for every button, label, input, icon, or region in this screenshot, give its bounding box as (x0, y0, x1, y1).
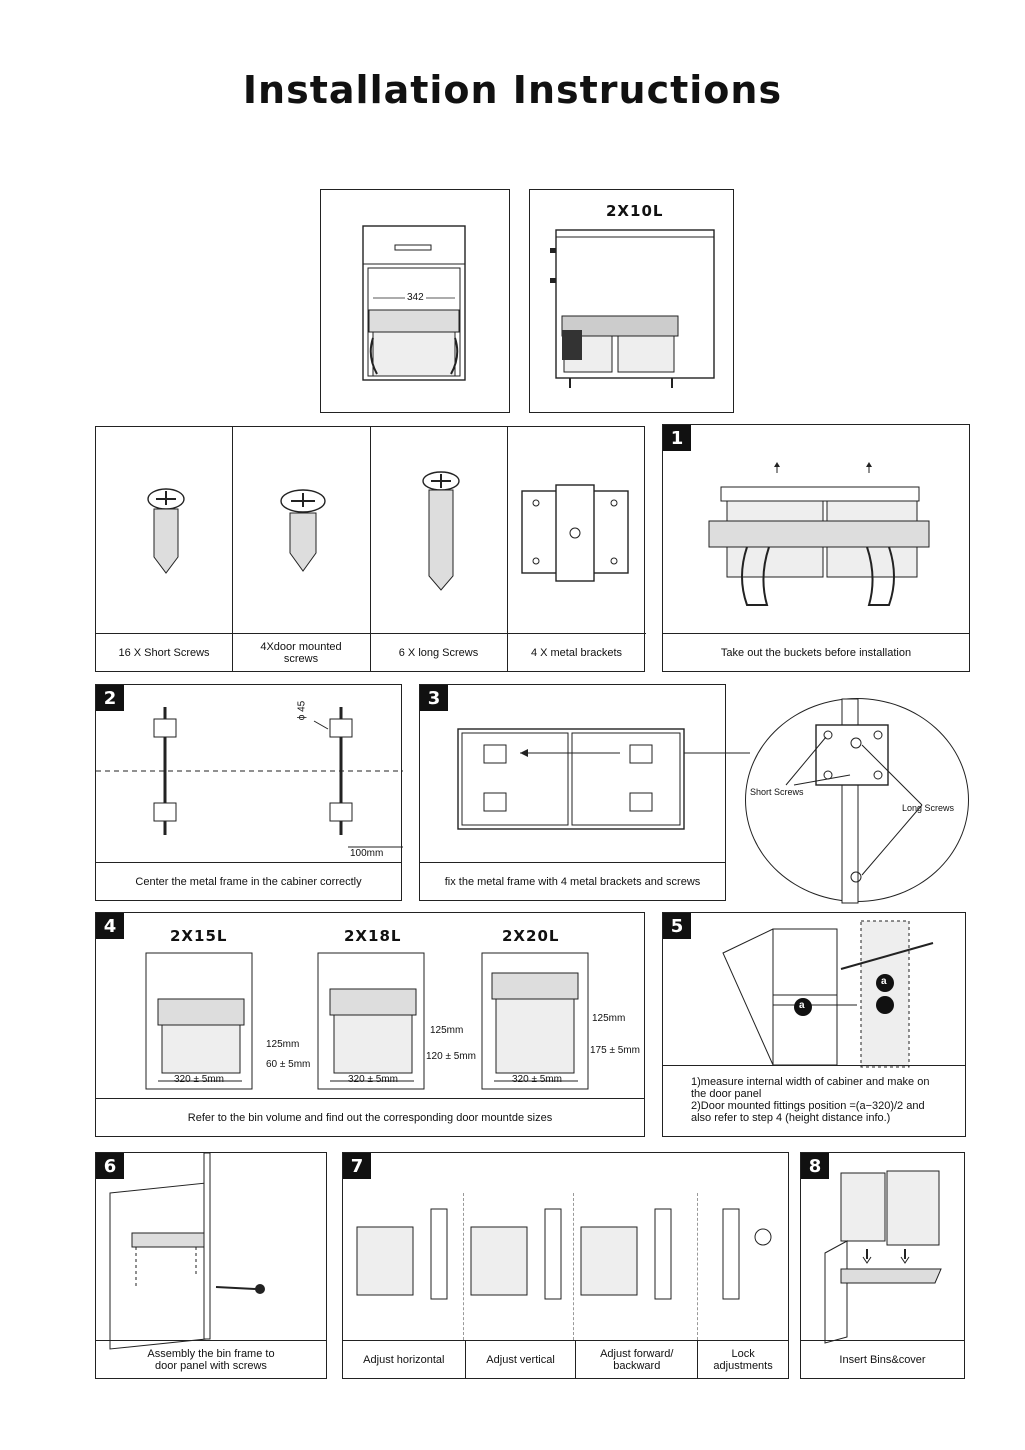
model-20l-width: 320 ± 5mm (512, 1074, 562, 1085)
step-5-line-3: 2)Door mounted fittings position =(a−320… (691, 1100, 925, 1112)
step-number: 6 (96, 1153, 124, 1179)
step-5-instructions: 1)measure internal width of cabiner and … (691, 1076, 929, 1124)
marker-a: a (799, 1000, 805, 1011)
cabinet-front-drawing (362, 225, 466, 381)
model-18l-bottom: 120 ± 5mm (426, 1051, 476, 1062)
width-dimension-label: 342 (405, 292, 426, 303)
model-20l-top: 125mm (592, 1013, 626, 1024)
short-screws-label: Short Screws (750, 787, 804, 797)
model-18l-top: 125mm (430, 1025, 464, 1036)
step-2-panel: 2 ϕ 45 100mm Center the metal frame in t… (95, 684, 403, 901)
step-7-drawing (356, 1208, 772, 1300)
model-18l-width: 320 ± 5mm (348, 1074, 398, 1085)
step-6-panel: 6 Assembly the bin frame to door panel w… (95, 1152, 327, 1379)
step-number: 7 (343, 1153, 371, 1179)
model-15l-width: 320 ± 5mm (174, 1074, 224, 1085)
step-number: 5 (663, 913, 691, 939)
parts-table: 16 X Short Screws 4Xdoor mounted screws … (95, 426, 646, 672)
step-8-drawing (824, 1170, 942, 1344)
model-15l: 2X15L (170, 927, 228, 945)
step-5-line-1: 1)measure internal width of cabiner and … (691, 1076, 930, 1088)
step-number: 4 (96, 913, 124, 939)
model-15l-top: 125mm (266, 1039, 300, 1050)
step-8-caption: Insert Bins&cover (801, 1340, 964, 1378)
step-1-panel: 1 Take out the buckets before installati… (662, 424, 970, 672)
model-15l-bottom: 60 ± 5mm (266, 1059, 311, 1070)
distance-label: 100mm (350, 848, 384, 859)
step-6-caption: Assembly the bin frame to door panel wit… (96, 1340, 326, 1378)
step-number: 3 (420, 685, 448, 711)
long-screws-label: Long Screws (902, 803, 955, 813)
step-5-panel: 5 a a 1)measure internal width of cabine… (662, 912, 966, 1137)
step-3-drawing (457, 728, 750, 830)
caption-adjust-forward-backward: Adjust forward/ backward (576, 1341, 699, 1378)
step-number: 2 (96, 685, 124, 711)
cabinet-side-figure: 2X10L (529, 189, 734, 413)
model-18l: 2X18L (344, 927, 402, 945)
step-2-caption: Center the metal frame in the cabiner co… (96, 862, 401, 900)
part-caption-brackets: 4 X metal brackets (530, 646, 623, 659)
detail-drawing (785, 698, 923, 904)
step-5-line-4: also refer to step 4 (height distance in… (691, 1112, 891, 1124)
step-5-drawing (722, 920, 934, 1068)
step-3-panel: 3 fix the metal frame with 4 metal brack… (419, 684, 750, 901)
step-7-panel: 7 Adjust horizontal Adjust vertical Adju… (342, 1152, 789, 1379)
model-20l: 2X20L (502, 927, 560, 945)
model-label: 2X10L (606, 202, 664, 220)
marker-a-door: a (881, 976, 887, 987)
cabinet-side-drawing (550, 229, 715, 388)
caption-adjust-horizontal: Adjust horizontal (343, 1341, 466, 1378)
part-caption-long-screws: 6 X long Screws (398, 646, 479, 659)
step-8-panel: 8 Insert Bins&cover (800, 1152, 965, 1379)
cabinet-front-figure: 342 (320, 189, 510, 413)
step-4-panel: 4 2X15L 2X18L 2X20L 125mm 60 ± 5mm 320 ±… (95, 912, 645, 1137)
step-7-captions: Adjust horizontal Adjust vertical Adjust… (343, 1340, 788, 1378)
step-5-line-2: the door panel (691, 1088, 762, 1100)
diameter-label: ϕ 45 (296, 700, 308, 721)
step-4-caption: Refer to the bin volume and find out the… (96, 1098, 644, 1136)
step-6-drawing (109, 1152, 265, 1350)
model-20l-bottom: 175 ± 5mm (590, 1045, 640, 1056)
page-title: Installation Instructions (242, 68, 783, 112)
step-number: 1 (663, 425, 691, 451)
step-1-caption: Take out the buckets before installation (663, 633, 969, 671)
step-2-drawing (96, 707, 403, 848)
step-number: 8 (801, 1153, 829, 1179)
step-4-drawing (145, 952, 589, 1090)
part-caption-door-screws: 4Xdoor mounted screws (260, 640, 342, 665)
step-3-caption: fix the metal frame with 4 metal bracket… (420, 862, 725, 900)
caption-adjust-vertical: Adjust vertical (466, 1341, 577, 1378)
step-1-drawing (708, 462, 930, 606)
step-3-detail-circle: Short Screws Long Screws (745, 698, 969, 904)
caption-lock-adjustments: Lock adjustments (713, 1347, 773, 1372)
parts-drawings (147, 471, 629, 591)
part-caption-short-screws: 16 X Short Screws (118, 646, 210, 659)
